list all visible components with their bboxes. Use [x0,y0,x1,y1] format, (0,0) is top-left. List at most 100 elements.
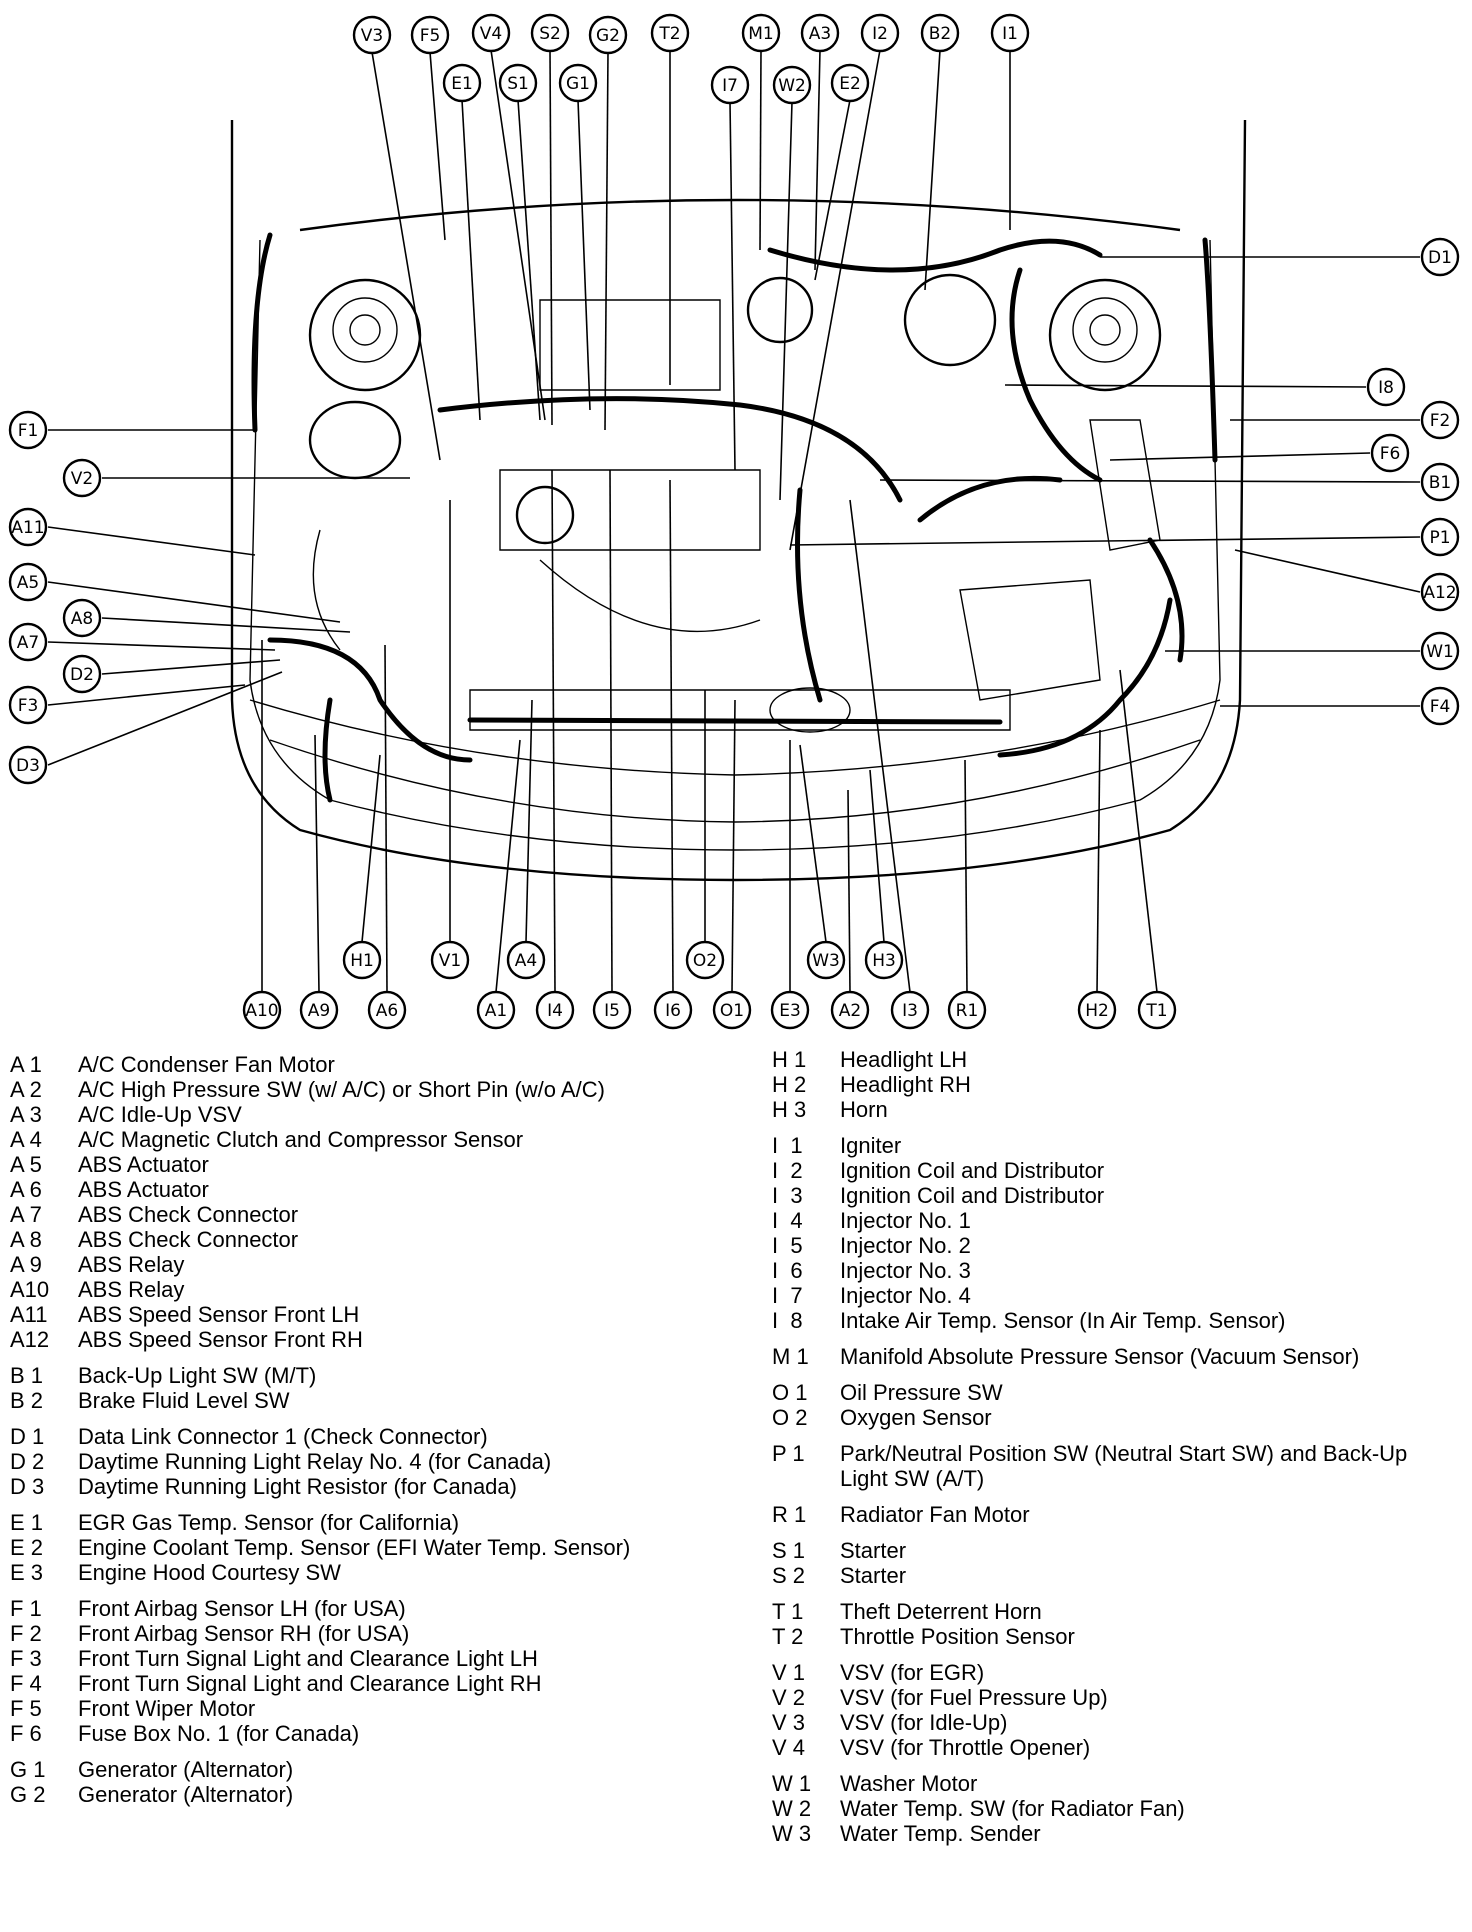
callout-label: E2 [839,74,861,94]
callout-o2: O2 [685,940,725,980]
callout-label: T2 [658,24,680,44]
callout-d3: D3 [8,745,48,785]
callout-f2: F2 [1420,400,1460,440]
legend-code: D 2 [10,1449,45,1474]
callout-label: E3 [779,1001,801,1021]
legend-description: A/C Magnetic Clutch and Compressor Senso… [78,1127,524,1152]
legend-description: Ignition Coil and Distributor [840,1158,1105,1183]
callout-circle [1420,462,1460,502]
callout-i4: I4 [535,990,575,1030]
callout-s1: S1 [498,63,538,103]
callout-a5: A5 [8,562,48,602]
callout-label: V3 [361,26,383,46]
callout-circle [299,990,339,1030]
callout-w2: W2 [772,65,812,105]
callout-a9: A9 [299,990,339,1030]
legend-description: Starter [840,1538,907,1563]
callout-i1: I1 [990,13,1030,53]
callout-label: A9 [308,1001,330,1021]
callout-circle [588,15,628,55]
legend-code: B 2 [10,1388,44,1413]
legend-description: Front Airbag Sensor RH (for USA) [78,1621,410,1646]
legend-description: ABS Relay [78,1277,185,1302]
callout-circle [342,940,382,980]
legend-description: Injector No. 4 [840,1283,971,1308]
callout-circle [8,410,48,450]
legend-description: Engine Hood Courtesy SW [78,1560,341,1585]
callout-w3: W3 [806,940,846,980]
callout-label: F3 [18,696,39,716]
legend-description: Radiator Fan Motor [840,1502,1030,1527]
callout-b2: B2 [920,13,960,53]
callout-circle [920,13,960,53]
callout-circle [476,990,516,1030]
callout-label: H2 [1085,1001,1109,1021]
callout-label: I2 [872,24,888,44]
callout-i5: I5 [592,990,632,1030]
callout-circle [8,685,48,725]
callout-a8: A8 [62,598,102,638]
legend-code: M 1 [772,1344,809,1369]
callout-label: V1 [439,951,461,971]
callout-a7: A7 [8,622,48,662]
callout-circle [8,745,48,785]
legend-code: V 2 [772,1685,806,1710]
callout-label: A1 [485,1001,507,1021]
legend-description: Theft Deterrent Horn [840,1599,1042,1624]
callout-label: F5 [420,26,441,46]
callout-label: W1 [1426,642,1454,662]
callout-label: I7 [722,76,738,96]
callout-circle [530,13,570,53]
legend-code: A 8 [10,1227,42,1252]
legend-code: A 4 [10,1127,42,1152]
callout-label: H3 [872,951,896,971]
legend-code: V 1 [772,1660,806,1685]
legend-code: A 7 [10,1202,42,1227]
callout-label: V4 [480,24,502,44]
legend-code: D 3 [10,1474,45,1499]
callout-m1: M1 [741,13,781,53]
callout-circle [1420,237,1460,277]
legend-description: Front Airbag Sensor LH (for USA) [78,1596,406,1621]
legend-code: W 1 [772,1771,812,1796]
callout-circle [592,990,632,1030]
legend-description: Injector No. 2 [840,1233,971,1258]
callout-a3: A3 [800,13,840,53]
callout-circle [62,458,102,498]
callout-a1: A1 [476,990,516,1030]
legend-description: Water Temp. Sender [840,1821,1041,1846]
legend-description: Back-Up Light SW (M/T) [78,1363,317,1388]
callout-circle [770,990,810,1030]
callout-label: S2 [539,24,561,44]
legend-description: Oil Pressure SW [840,1380,1003,1405]
callout-circle [1420,631,1460,671]
legend-code: A 6 [10,1177,42,1202]
callout-i8: I8 [1366,367,1406,407]
legend-code: H 3 [772,1097,807,1122]
legend-description: Starter [840,1563,907,1588]
legend-description: Washer Motor [840,1771,978,1796]
callout-label: A6 [376,1001,398,1021]
legend-description: Ignition Coil and Distributor [840,1183,1105,1208]
